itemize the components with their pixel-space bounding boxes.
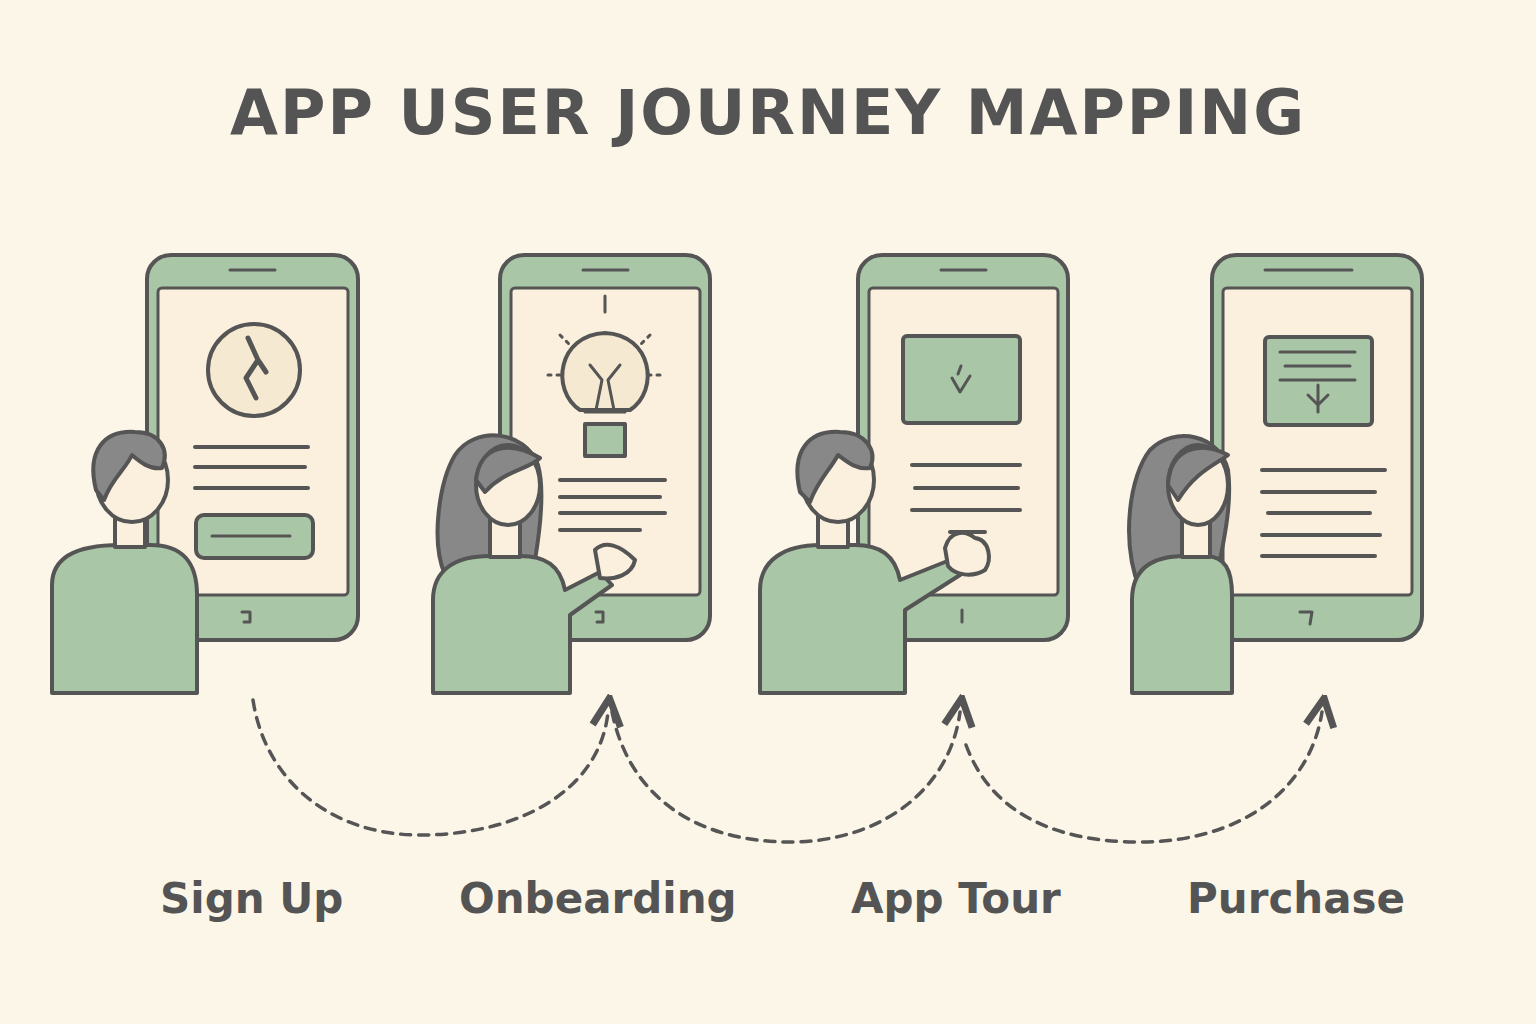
phone-4 <box>1212 255 1422 640</box>
stage-label: Sign Up <box>160 874 343 923</box>
stage-label: Onbearding <box>459 874 737 923</box>
person-3 <box>760 432 989 693</box>
stage-label: Purchase <box>1187 874 1405 923</box>
person-4 <box>1129 436 1232 693</box>
person-2 <box>433 435 635 693</box>
stage-label: App Tour <box>851 874 1061 923</box>
diagram-title: APP USER JOURNEY MAPPING <box>230 76 1306 149</box>
person-1 <box>52 432 197 693</box>
journey-arcs <box>253 700 1322 842</box>
